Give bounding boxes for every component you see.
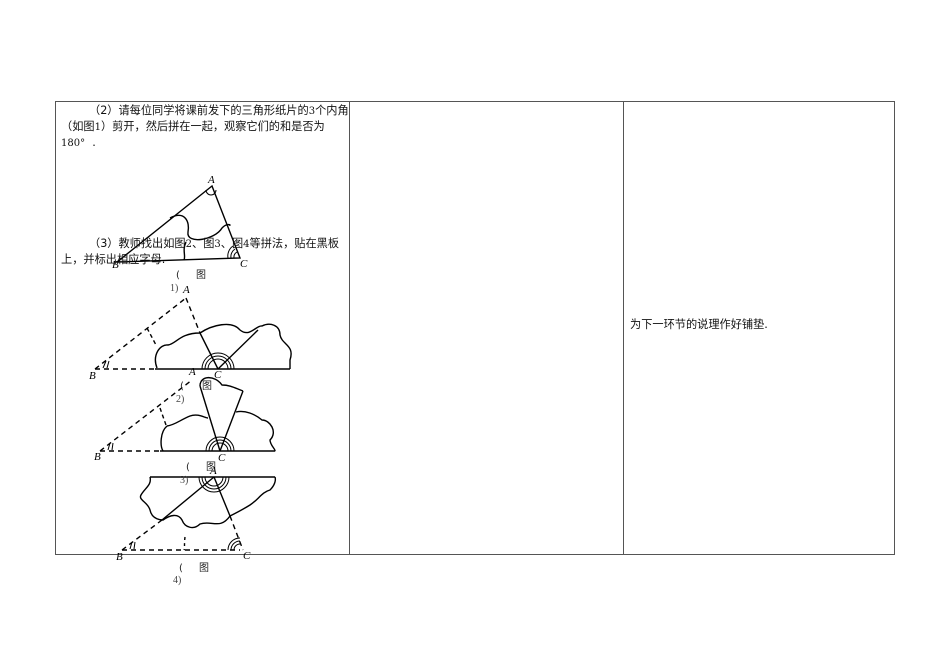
fig2-caption-num: 2) [176, 394, 184, 405]
fig3-label-a: A [188, 366, 196, 378]
activity-step-2-text: （2）请每位同学将课前发下的三角形纸片的3个内角（如图1）剪开，然后拼在一起，观… [61, 104, 349, 149]
fig1-caption-num: 1) [170, 283, 178, 294]
column-divider-2 [623, 102, 624, 554]
fig2-caption-open: ( [180, 381, 184, 392]
column-divider-1 [349, 102, 350, 554]
fig3-label-c: C [218, 452, 226, 464]
figure-4-angle-assembly [121, 476, 277, 551]
fig3-label-b: B [94, 451, 101, 463]
fig4-caption-char: 图 [199, 562, 209, 574]
fig2-label-c: C [214, 369, 222, 381]
fig3-caption-char: 图 [206, 461, 216, 473]
activity-step-3-text: （3）教师找出如图2、图3、图4等拼法，贴在黑板上，并标出相应字母. [61, 237, 340, 266]
fig3-caption-open: ( [186, 462, 190, 473]
figure-1-triangle [114, 184, 242, 263]
fig4-label-c: C [243, 550, 251, 562]
fig2-label-a: A [182, 284, 190, 296]
fig1-label-a: A [207, 174, 215, 186]
fig4-caption-open: ( [179, 563, 183, 574]
figure-2-angle-assembly [94, 297, 292, 370]
fig4-label-a: A [209, 465, 217, 477]
fig1-caption-char: 图 [196, 269, 206, 281]
fig1-label-b: B [112, 259, 119, 271]
fig2-label-b: B [89, 370, 96, 382]
figure-3-angle-assembly [99, 376, 276, 452]
fig1-label-c: C [240, 258, 248, 270]
design-intent-note: 为下一环节的说理作好铺垫. [630, 318, 768, 331]
fig4-caption-num: 4) [173, 575, 181, 586]
lesson-table: （2）请每位同学将课前发下的三角形纸片的3个内角（如图1）剪开，然后拼在一起，观… [55, 101, 895, 555]
fig4-label-b: B [116, 551, 123, 563]
fig3-caption-num: 3) [180, 475, 188, 486]
fig2-caption-char: 图 [202, 380, 212, 392]
fig1-caption-open: ( [176, 270, 180, 281]
